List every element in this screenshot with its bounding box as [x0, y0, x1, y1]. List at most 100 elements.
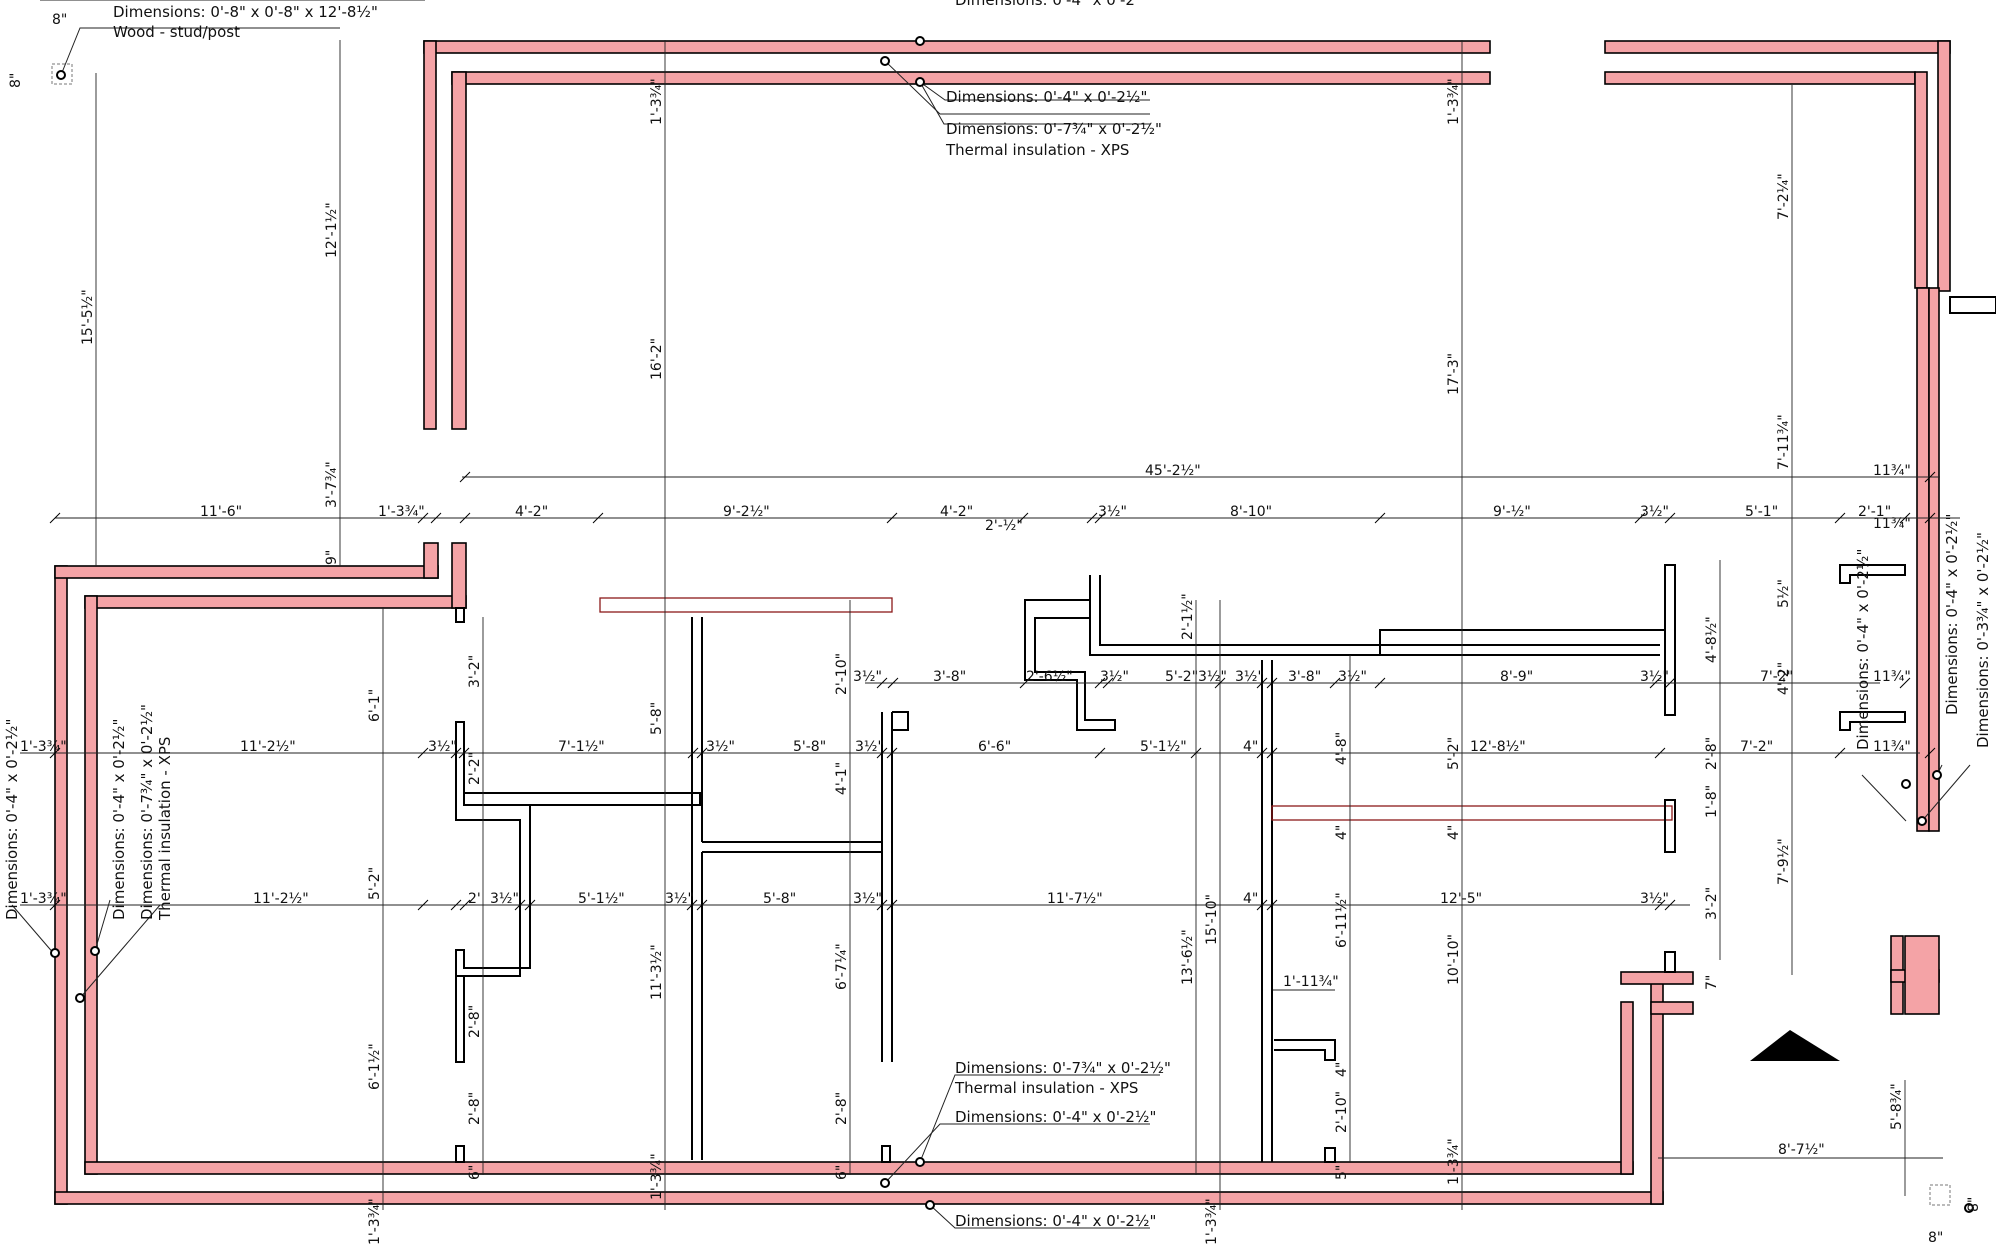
dimension-tick	[886, 512, 898, 524]
dimension-tick	[49, 512, 61, 524]
dim-label: 4'-1"	[834, 762, 850, 795]
left-dimensions-label-1: Dimensions: 0'-4" x 0'-2½"	[3, 719, 21, 920]
right-dimensions-label-3: Dimensions: 0'-3¾" x 0'-2½"	[1974, 532, 1992, 748]
partition-mid-vertical	[691, 617, 703, 1160]
right-dimensions-label-2: Dimensions: 0'-4" x 0'-2½"	[1943, 514, 1961, 715]
dimension-tick	[1266, 677, 1278, 689]
wall-top-right-inner	[1604, 71, 1916, 85]
dimension-tick	[1924, 512, 1936, 524]
wall-bottom-right-rise-inner	[1620, 1001, 1634, 1175]
dim-label: 8"	[8, 73, 24, 88]
insulation-mid	[1271, 805, 1673, 821]
dim-label: 4"	[1243, 739, 1258, 755]
dim-label: 3½"	[428, 739, 457, 755]
wall-right-outer	[1916, 287, 1930, 832]
wall-left-top-outer	[54, 565, 439, 579]
dim-label: 8"	[1928, 1230, 1943, 1246]
dimension-tick	[1664, 677, 1676, 689]
dim-label: 15'-5½"	[80, 289, 96, 345]
dimension-tick	[686, 899, 698, 911]
dim-label: 3½"	[1100, 669, 1129, 685]
dimension-tick	[1214, 677, 1226, 689]
dim-label: 11¾"	[1873, 463, 1911, 479]
dimension-tick	[886, 747, 898, 759]
dimension-tick	[1256, 677, 1268, 689]
wall-left-step	[423, 542, 439, 579]
dim-label: 3½"	[1640, 504, 1669, 520]
dimension-tick	[458, 747, 470, 759]
wall-left-inner	[84, 595, 98, 1175]
dim-label: 12'-8½"	[1470, 739, 1526, 755]
dim-label: 3½"	[1198, 669, 1227, 685]
dimension-tick	[459, 471, 471, 483]
dimension-node-icon	[925, 1200, 935, 1210]
dim-label: 4'-8½"	[1704, 616, 1720, 663]
dimension-tick	[1094, 677, 1106, 689]
bottom-dimensions-label-1: Dimensions: 0'-7¾" x 0'-2½"	[955, 1059, 1171, 1077]
dim-label: 7'-2"	[1740, 739, 1773, 755]
dim-label: 2'-8"	[467, 1092, 483, 1125]
dim-label: 11'-7½"	[1047, 891, 1103, 907]
partition-right-run	[1379, 629, 1665, 656]
dim-label: 5"	[1334, 1165, 1350, 1180]
dimension-tick	[450, 747, 462, 759]
dim-label: 3½"	[706, 739, 735, 755]
dim-label: 11'-2½"	[253, 891, 309, 907]
dimension-tick	[417, 747, 429, 759]
dimension-tick	[1834, 512, 1846, 524]
dimension-tick	[49, 899, 61, 911]
right-dimensions-label-1: Dimensions: 0'-4" x 0'-2½"	[1854, 549, 1872, 750]
wall-top	[423, 40, 1491, 54]
exterior-walls	[54, 40, 1951, 1205]
dim-label: 2'-8"	[834, 1092, 850, 1125]
dim-label: 8'-9"	[1500, 669, 1533, 685]
dim-label: 2'-1"	[1858, 504, 1891, 520]
dimension-node-icon	[50, 948, 60, 958]
dim-label: 5'-2"	[1165, 669, 1198, 685]
dim-label: 11¾"	[1873, 669, 1911, 685]
dim-label: 2'-6½"	[1026, 669, 1073, 685]
wall-top-right-drop	[1937, 40, 1951, 292]
dim-label: 4'-2"	[1776, 662, 1792, 695]
dim-label: 4"	[1334, 1062, 1350, 1077]
left-dimensions-label-2: Dimensions: 0'-4" x 0'-2½"	[110, 719, 128, 920]
dim-label: 11'-3½"	[649, 944, 665, 1000]
dim-label: 1'-8"	[1704, 785, 1720, 818]
dim-label: 15'-10"	[1204, 894, 1220, 945]
dimension-tick	[514, 899, 526, 911]
wall-top-right-inner-drop	[1914, 71, 1928, 289]
partition-stub-c	[881, 1145, 891, 1163]
wall-top-right	[1604, 40, 1951, 54]
dimension-tick	[1190, 747, 1202, 759]
dim-label: 3'-2"	[467, 655, 483, 688]
bottom-material-label: Thermal insulation - XPS	[954, 1079, 1138, 1097]
dimension-tick	[1256, 747, 1268, 759]
dimension-tick	[1634, 512, 1646, 524]
dimension-text: 8" 8" 15'-5½" 12'-1½" 3'-7¾" 9" 16'-2" 1…	[8, 12, 1982, 1246]
post-material-label: Wood - stud/post	[113, 23, 240, 41]
dimension-node-icon	[1964, 1203, 1974, 1213]
dim-label: 3½"	[1640, 669, 1669, 685]
dim-label: 6'-6"	[978, 739, 1011, 755]
dim-label: 17'-3"	[1446, 353, 1462, 395]
dim-label: 1'-3¾"	[367, 1198, 383, 1245]
dim-label: 5½"	[1776, 579, 1792, 608]
bottom-dimensions-label-3: Dimensions: 0'-4" x 0'-2½"	[955, 1212, 1156, 1230]
dim-label: 5'-1"	[1745, 504, 1778, 520]
top-material-label: Thermal insulation - XPS	[945, 141, 1129, 159]
dim-label: 4'-2"	[515, 504, 548, 520]
dimension-tick	[876, 899, 888, 911]
wall-right-lower-block	[1904, 935, 1940, 1015]
dimension-ticks	[49, 471, 1936, 911]
left-dimensions-label-3: Dimensions: 0'-7¾" x 0'-2½"	[138, 704, 156, 920]
dim-label: 3½"	[855, 739, 884, 755]
dim-label: 2'-8"	[1704, 737, 1720, 770]
partition-middle-run	[1089, 575, 1380, 656]
dim-label: 4'-2"	[940, 504, 973, 520]
dimension-tick	[1664, 512, 1676, 524]
partition-885	[881, 711, 909, 1062]
dimension-tick	[696, 899, 708, 911]
dim-label: 2'-1½"	[1180, 593, 1196, 640]
top-dimensions-label-2: Dimensions: 0'-7¾" x 0'-2½"	[946, 120, 1162, 138]
